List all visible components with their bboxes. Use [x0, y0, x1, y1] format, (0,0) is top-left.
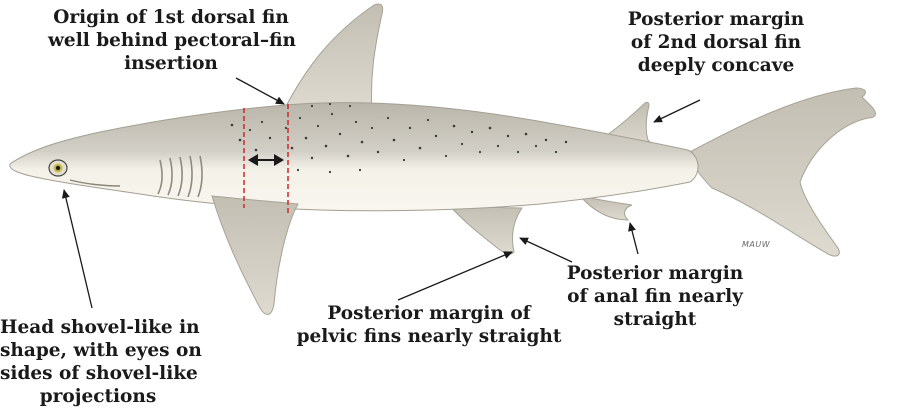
eye — [49, 160, 67, 176]
pointer-pelvic-from-anal — [520, 238, 572, 262]
annotation-head: Head shovel-like in shape, with eyes on … — [0, 316, 196, 408]
pelvic-fin — [448, 204, 522, 254]
caudal-fin — [688, 88, 875, 256]
pointer-pelvic — [398, 252, 512, 300]
pointer-second-dorsal — [654, 100, 700, 122]
annotation-pelvic-fins: Posterior margin of pelvic fins nearly s… — [294, 302, 564, 348]
annotation-first-dorsal-fin: Origin of 1st dorsal fin well behind pec… — [48, 6, 294, 75]
shark-body — [10, 103, 698, 211]
annotation-second-dorsal-fin: Posterior margin of 2nd dorsal fin deepl… — [612, 8, 820, 77]
pointer-head — [64, 190, 92, 308]
anal-fin — [580, 196, 632, 220]
first-dorsal-fin — [285, 4, 383, 112]
artist-signature: MAUW — [742, 240, 770, 249]
annotation-anal-fin: Posterior margin of anal fin nearly stra… — [556, 262, 754, 331]
pointer-anal — [630, 223, 638, 254]
pointer-first-dorsal — [236, 78, 284, 104]
pectoral-fin — [212, 196, 298, 314]
